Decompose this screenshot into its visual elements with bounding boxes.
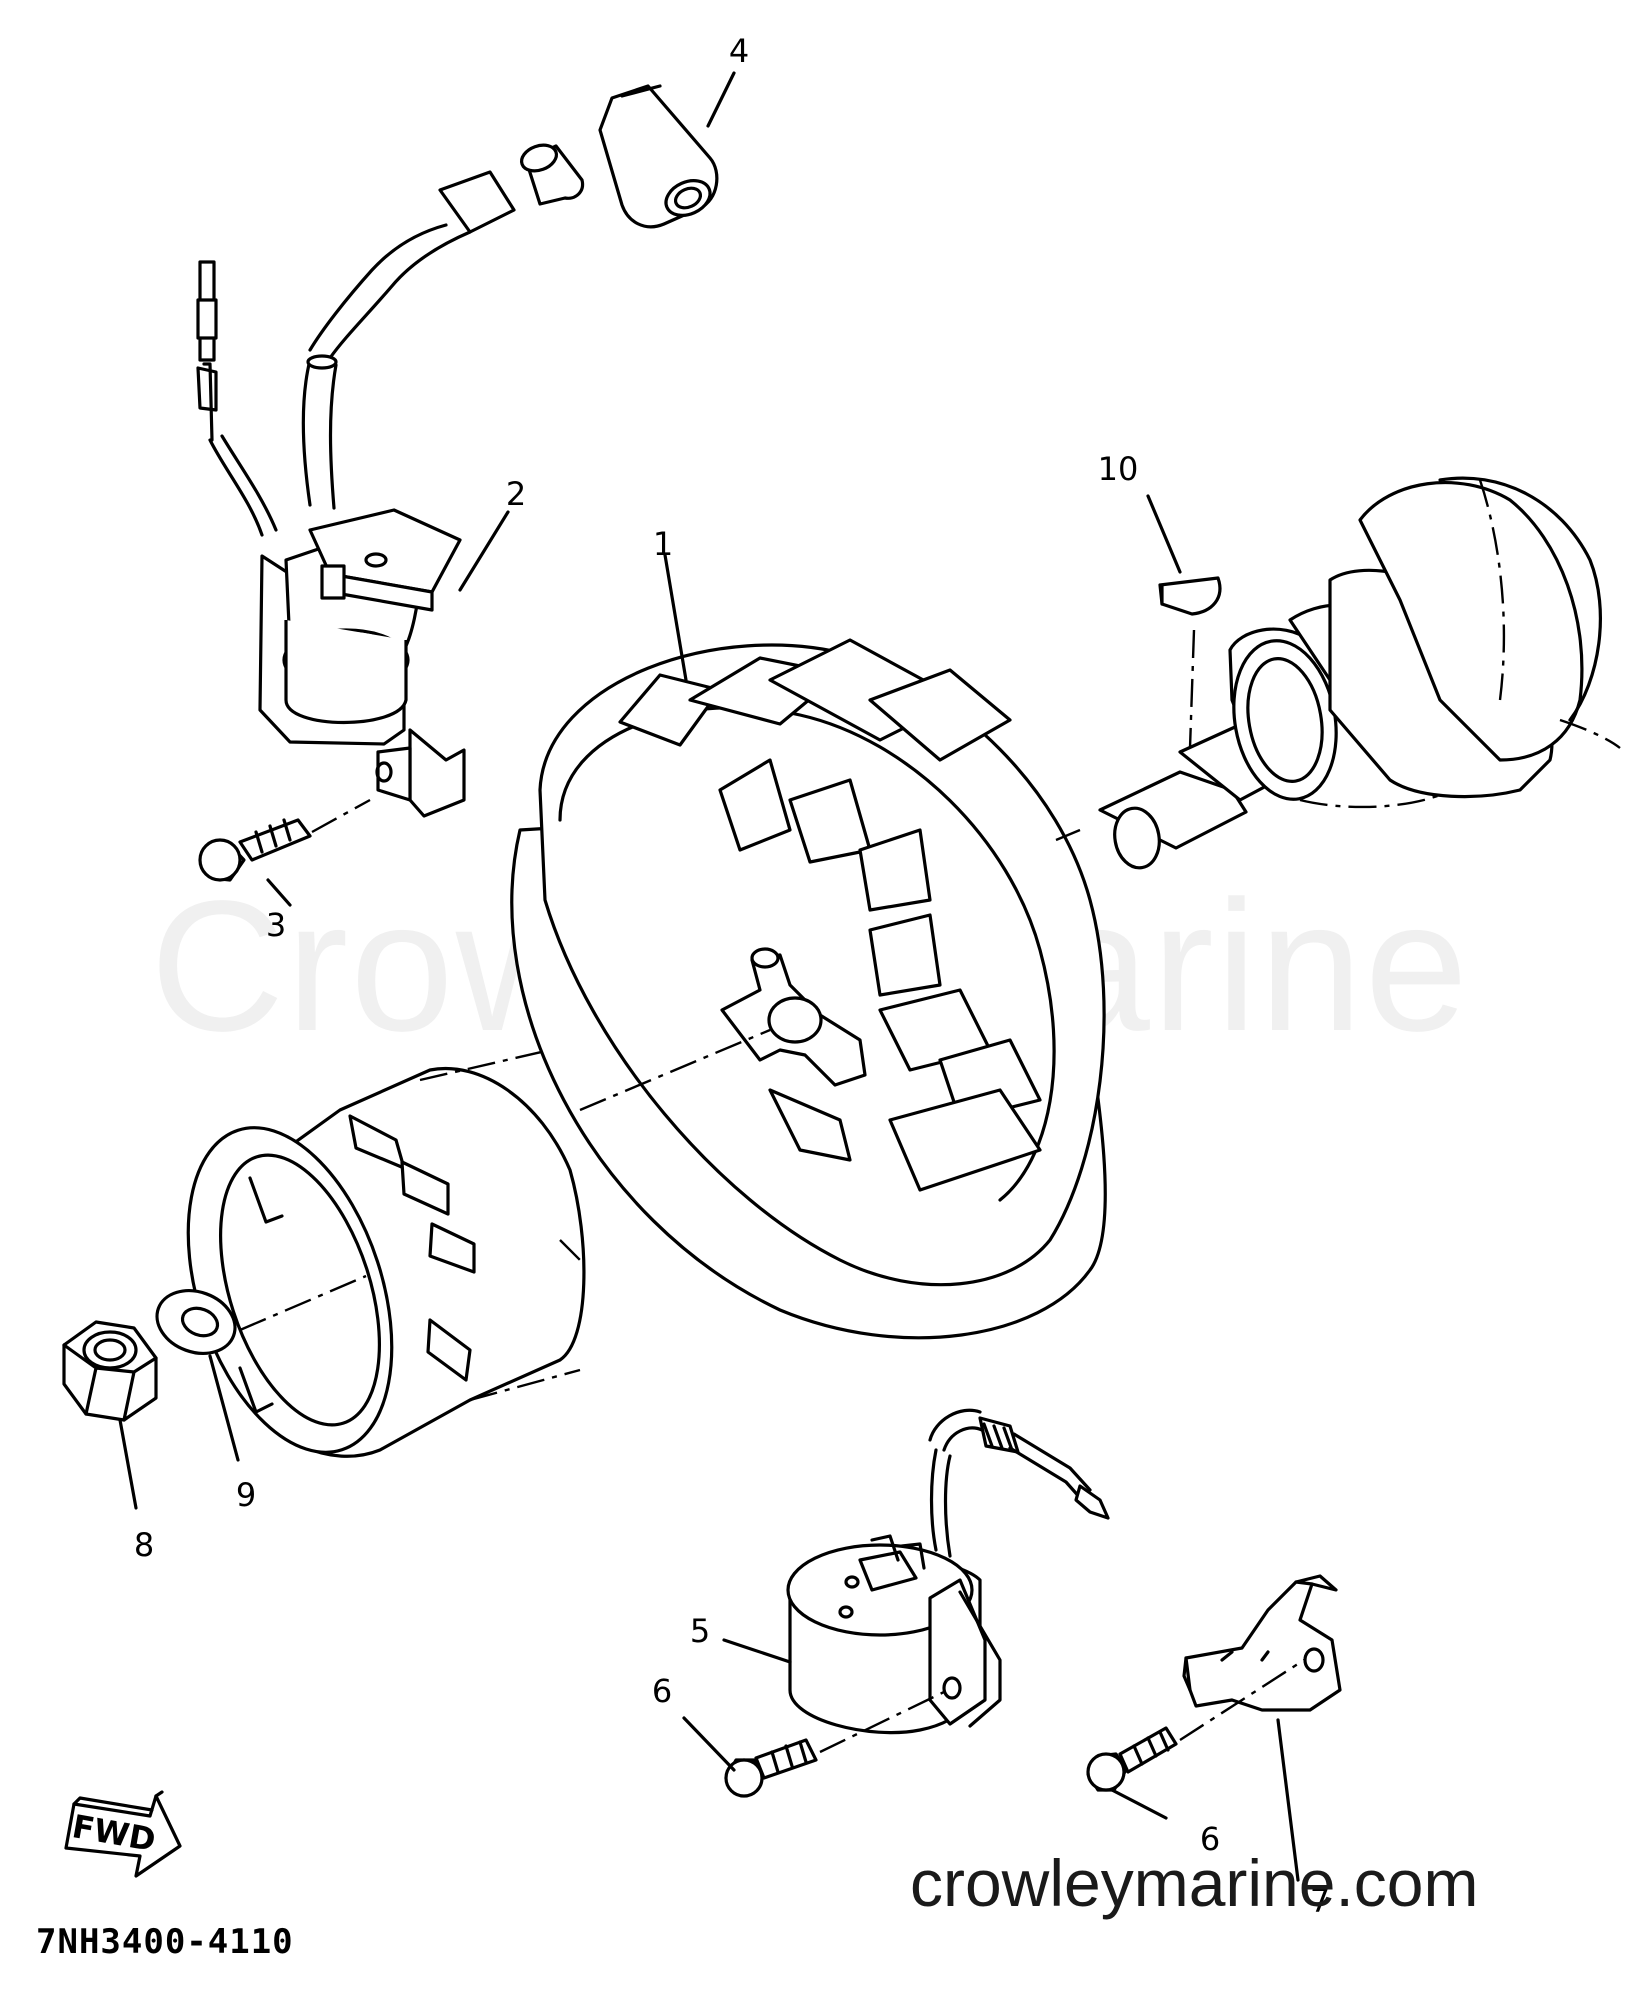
- spark-plug-cap[interactable]: [518, 84, 719, 229]
- callout-10: 10: [1098, 450, 1139, 488]
- forward-direction-arrow: FWD: [64, 1790, 182, 1878]
- callout-labels: 1 2 3 4 5 6 6 7 8 9 10: [134, 32, 1330, 1920]
- callout-5: 5: [690, 1612, 710, 1650]
- callout-7: 7: [1310, 1882, 1330, 1920]
- flywheel-axis: [579, 1028, 771, 1112]
- callout-6b: 6: [1200, 1820, 1220, 1858]
- ignition-coil[interactable]: [196, 260, 466, 818]
- callout-8: 8: [134, 1526, 154, 1564]
- flywheel-nut[interactable]: [62, 1320, 158, 1422]
- callout-2: 2: [506, 475, 526, 513]
- flywheel-washer[interactable]: [148, 1280, 244, 1364]
- bracket-bolt[interactable]: [1086, 1658, 1305, 1792]
- callout-9: 9: [236, 1476, 256, 1514]
- starter-pulley[interactable]: [151, 1048, 586, 1478]
- crankshaft: [1055, 476, 1621, 870]
- callout-4: 4: [729, 32, 749, 70]
- callout-6a: 6: [652, 1672, 672, 1710]
- woodruff-key[interactable]: [1158, 576, 1222, 749]
- callout-1: 1: [653, 525, 673, 563]
- high-tension-lead: [301, 170, 516, 510]
- leader-lines: [118, 71, 1300, 1882]
- coil-bracket-plate[interactable]: [1182, 1574, 1342, 1712]
- charge-coil[interactable]: [786, 1408, 1110, 1735]
- flywheel-magneto[interactable]: [510, 638, 1107, 1340]
- callout-3: 3: [266, 906, 286, 944]
- footer-url[interactable]: crowleymarine.com: [910, 1846, 1479, 1920]
- coil-bolt[interactable]: [198, 798, 371, 882]
- diagram-code: 7NH3400-4110: [36, 1922, 294, 1962]
